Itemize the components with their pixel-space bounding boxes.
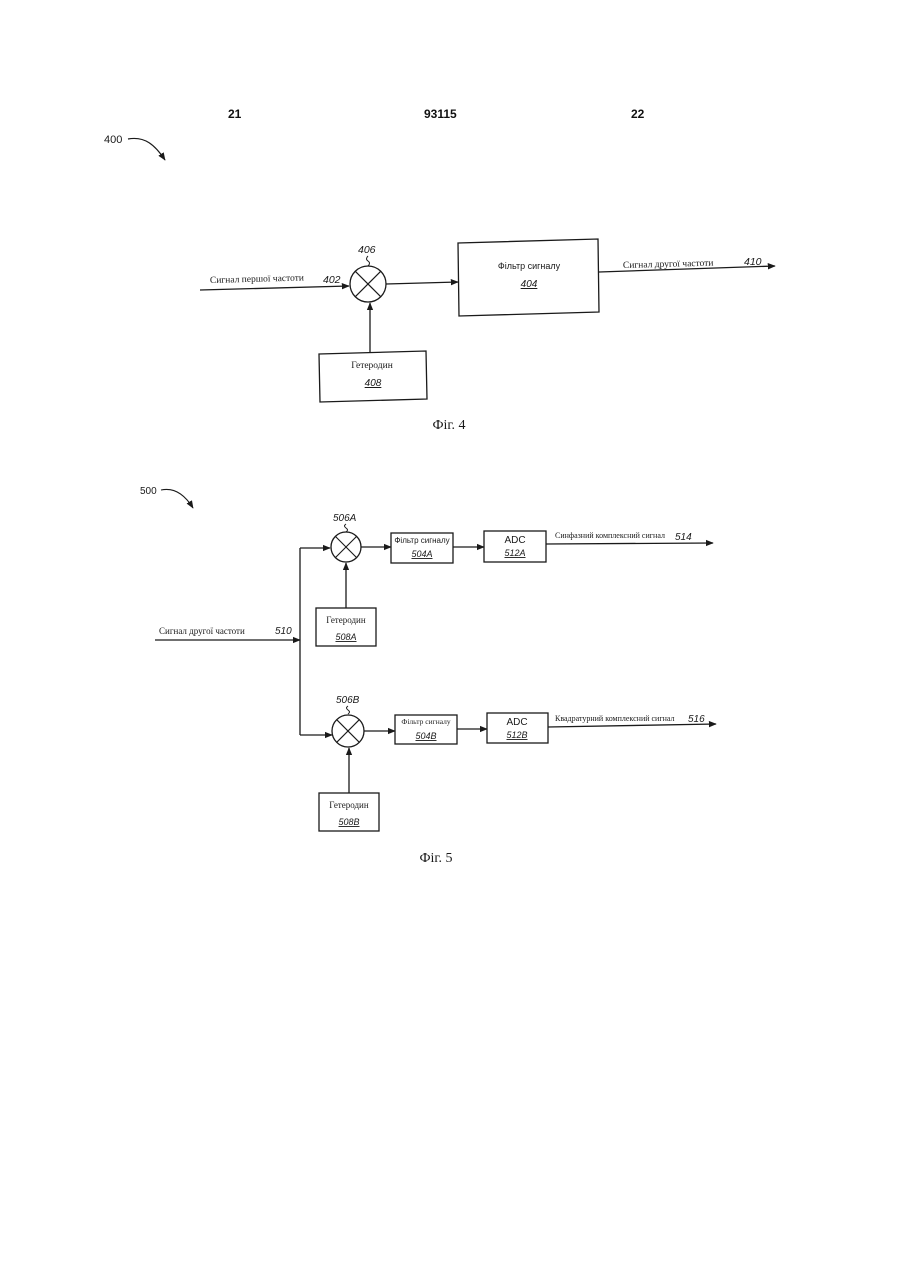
fig4-mixer-to-filter-line — [386, 282, 458, 284]
fig5-top-mixer-ref: 506A — [333, 513, 357, 524]
fig5-bottom-filter-ref: 504B — [415, 731, 436, 741]
fig5-input-label: Сигнал другої частоти — [159, 626, 245, 636]
fig4-filter-label: Фільтр сигналу — [498, 261, 561, 271]
fig4-input-line — [200, 286, 349, 290]
fig4-caption: Фіг. 4 — [432, 418, 465, 433]
figure-5: 500 Сигнал другої частоти 510 506A Фільт… — [140, 486, 716, 866]
fig4-mixer — [350, 266, 386, 302]
fig5-top-lo-label: Гетеродин — [326, 615, 366, 625]
fig5-top-adc-label: ADC — [504, 535, 525, 546]
fig5-bottom-mixer-ref-squiggle — [347, 706, 350, 714]
fig4-ref-curve-arrow — [128, 138, 165, 160]
fig5-top-filter-label: Фільтр сигналу — [394, 536, 449, 545]
fig5-top-mixer-ref-squiggle — [345, 524, 348, 532]
fig4-filter-box — [458, 239, 599, 316]
fig5-top-lo-ref: 508A — [335, 632, 356, 642]
fig5-caption: Фіг. 5 — [419, 851, 452, 866]
fig4-input-ref: 402 — [323, 274, 341, 286]
fig5-bottom-output-ref: 516 — [688, 714, 705, 725]
fig4-lo-box — [319, 351, 427, 402]
fig4-input-label: Сигнал першої частоти — [210, 274, 304, 286]
fig4-lo-ref: 408 — [365, 378, 382, 389]
fig4-filter-ref: 404 — [521, 279, 538, 290]
fig4-output-ref: 410 — [744, 256, 762, 268]
fig5-top-adc-ref: 512A — [504, 548, 525, 558]
fig5-top-output-ref: 514 — [675, 532, 692, 543]
fig5-bottom-lo-label: Гетеродин — [329, 800, 369, 810]
fig5-bottom-adc-label: ADC — [506, 717, 527, 728]
fig5-bottom-filter-label: Фільтр сигналу — [401, 717, 450, 726]
fig4-mixer-ref: 406 — [358, 244, 376, 256]
fig5-input-ref: 510 — [275, 626, 292, 637]
fig5-top-mixer — [331, 532, 361, 562]
fig5-top-output-label: Синфазний комплексний сигнал — [555, 531, 665, 540]
fig5-bottom-mixer — [332, 715, 364, 747]
fig5-bottom-output-label: Квадратурний комплексний сигнал — [555, 714, 675, 723]
fig5-top-filter-ref: 504A — [411, 549, 432, 559]
figure-4: 400 Сигнал першої частоти 402 406 Фільтр… — [104, 134, 775, 433]
fig5-ref-curve-arrow — [161, 489, 193, 508]
fig5-ref-label: 500 — [140, 486, 157, 497]
fig5-bottom-lo-ref: 508B — [338, 817, 359, 827]
fig4-ref-label: 400 — [104, 134, 122, 146]
fig5-bottom-adc-ref: 512B — [506, 730, 527, 740]
fig4-lo-label: Гетеродин — [351, 361, 393, 371]
fig5-top-output-line — [546, 543, 713, 544]
fig4-mixer-ref-squiggle — [367, 256, 370, 266]
fig5-bottom-mixer-ref: 506B — [336, 695, 360, 706]
